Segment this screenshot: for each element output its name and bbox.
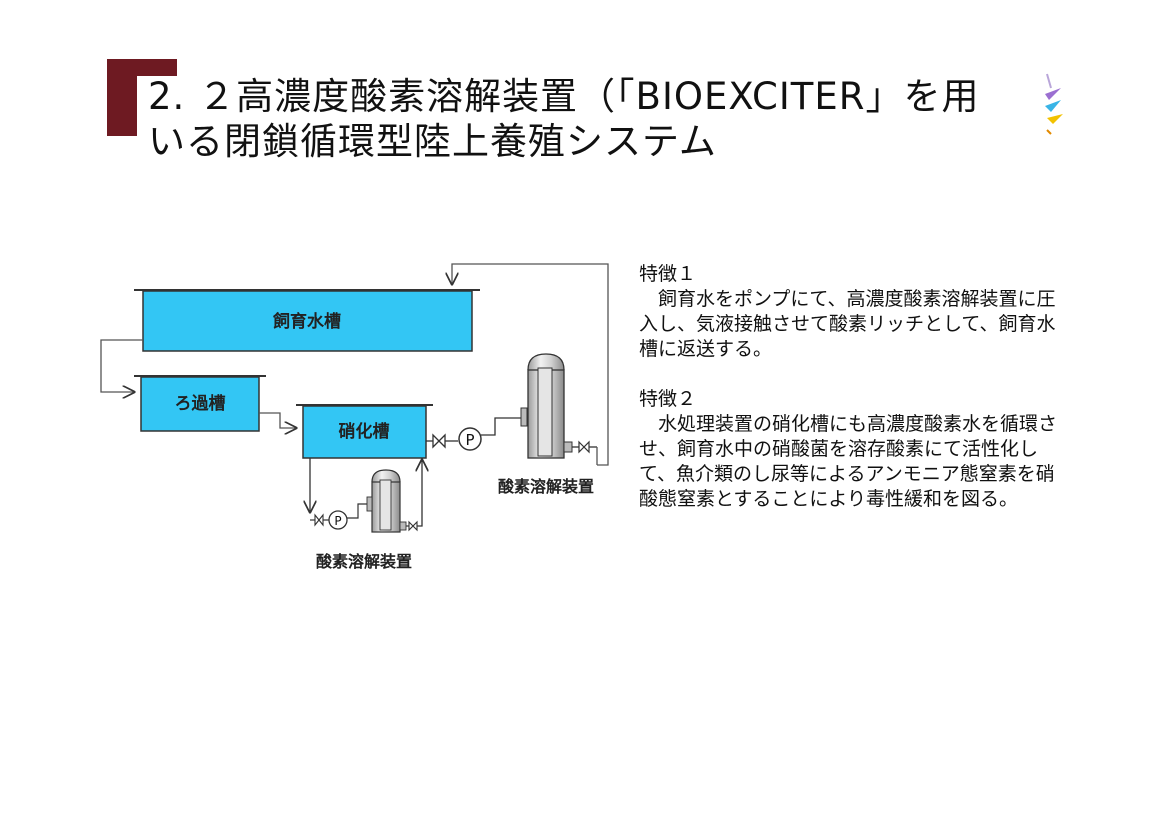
pipe-rearing-to-filter xyxy=(100,339,143,392)
pipe-pump-to-device xyxy=(481,417,522,436)
page-title-line1: 2. ２高濃度酸素溶解装置（「BIOEXCITER」を用 xyxy=(148,75,980,118)
title-accent-mask xyxy=(137,76,187,146)
return-pipe-nitrification xyxy=(417,460,422,527)
page-title-line2: いる閉鎖循環型陸上養殖システム xyxy=(148,120,717,163)
features-panel: 特徴１ 飼育水をポンプにて、高濃度酸素溶解装置に圧入し、気液接触させて酸素リッチ… xyxy=(639,262,1059,512)
aquaculture-system-diagram: 飼育水槽 ろ過槽 硝化槽 P 酸素溶解装置 P 酸素溶解装置 xyxy=(100,263,609,571)
valve-icon xyxy=(432,433,446,449)
device-inner-tube xyxy=(537,367,553,457)
device-outlet xyxy=(563,441,573,453)
valve-icon xyxy=(314,513,324,527)
tank-rearing xyxy=(142,290,473,352)
pump-label-sub: P xyxy=(334,514,341,528)
pump-icon xyxy=(458,427,482,451)
device-inlet xyxy=(520,407,528,427)
decorative-corner-mark xyxy=(1045,73,1063,135)
pipe-pump-to-sub-device xyxy=(347,503,369,519)
feature-1-heading: 特徴１ xyxy=(639,263,697,285)
device-sub-label: 酸素溶解装置 xyxy=(316,552,412,571)
feature-2-body: 水処理装置の硝化槽にも高濃度酸素水を循環させ、飼育水中の硝酸菌を溶存酸素にて活性… xyxy=(639,413,1058,510)
tank-rearing-label: 飼育水槽 xyxy=(272,311,341,332)
valve-icon xyxy=(578,440,590,454)
feature-2-heading: 特徴２ xyxy=(639,388,697,410)
tank-filter xyxy=(140,376,260,432)
feature-1-body: 飼育水をポンプにて、高濃度酸素溶解装置に圧入し、気液接触させて酸素リッチとして、… xyxy=(639,288,1056,360)
tank-nitrification-label: 硝化槽 xyxy=(339,421,390,442)
device-dome xyxy=(527,353,565,371)
pump-icon xyxy=(328,510,348,530)
return-pipe-rearing xyxy=(452,263,609,466)
pump-label: P xyxy=(465,431,474,449)
tank-filter-label: ろ過槽 xyxy=(175,393,226,414)
pipe-filter-to-nitrification xyxy=(259,412,296,428)
sub-device-inner-tube xyxy=(379,479,392,531)
sub-device-dome xyxy=(371,469,401,483)
feature-spacer xyxy=(639,362,1059,387)
valve-icon xyxy=(408,520,418,532)
device-main-label: 酸素溶解装置 xyxy=(498,477,594,496)
tank-nitrification xyxy=(302,405,427,459)
page-title: 2. ２高濃度酸素溶解装置（「BIOEXCITER」を用 いる閉鎖循環型陸上養殖… xyxy=(148,74,1053,164)
